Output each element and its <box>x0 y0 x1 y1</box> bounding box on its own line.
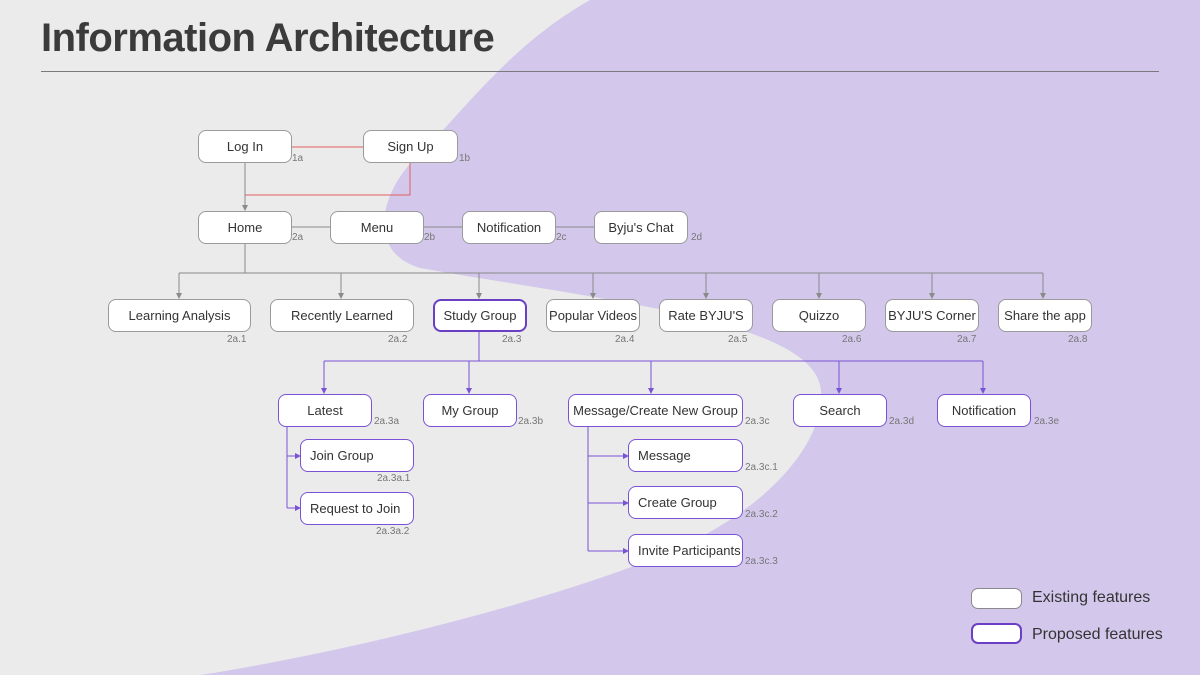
code-popular-videos: 2a.4 <box>615 334 635 345</box>
node-my-group[interactable]: My Group <box>423 394 517 427</box>
code-message-create: 2a.3c <box>745 416 770 427</box>
code-login: 1a <box>292 153 304 164</box>
code-byjus-corner: 2a.7 <box>957 334 977 345</box>
node-quizzo[interactable]: Quizzo <box>772 299 866 332</box>
code-share-app: 2a.8 <box>1068 334 1088 345</box>
code-invite: 2a.3c.3 <box>745 556 778 567</box>
code-study-group: 2a.3 <box>502 334 522 345</box>
code-notification: 2c <box>556 232 567 243</box>
legend-proposed-swatch <box>971 623 1022 644</box>
code-request-join: 2a.3a.2 <box>376 526 410 537</box>
code-learning-analysis: 2a.1 <box>227 334 247 345</box>
node-request-join[interactable]: Request to Join <box>300 492 414 525</box>
code-message: 2a.3c.1 <box>745 462 778 473</box>
node-search[interactable]: Search <box>793 394 887 427</box>
node-popular-videos[interactable]: Popular Videos <box>546 299 640 332</box>
code-join-group: 2a.3a.1 <box>377 473 411 484</box>
title-divider <box>41 71 1159 72</box>
node-byjus-corner[interactable]: BYJU'S Corner <box>885 299 979 332</box>
code-signup: 1b <box>459 153 471 164</box>
legend-proposed-label: Proposed features <box>1032 626 1163 643</box>
code-my-group: 2a.3b <box>518 416 544 427</box>
code-menu: 2b <box>424 232 436 243</box>
page-title: Information Architecture <box>41 16 495 60</box>
node-learning-analysis[interactable]: Learning Analysis <box>108 299 251 332</box>
node-invite[interactable]: Invite Participants <box>628 534 743 567</box>
code-home: 2a <box>292 232 304 243</box>
node-login[interactable]: Log In <box>198 130 292 163</box>
node-rate-byjus[interactable]: Rate BYJU'S <box>659 299 753 332</box>
legend-existing-swatch <box>971 588 1022 609</box>
node-study-group[interactable]: Study Group <box>433 299 527 332</box>
code-create-group: 2a.3c.2 <box>745 509 778 520</box>
node-menu[interactable]: Menu <box>330 211 424 244</box>
node-notification[interactable]: Notification <box>462 211 556 244</box>
background-wave <box>200 0 1200 675</box>
code-sg-notification: 2a.3e <box>1034 416 1060 427</box>
code-byjus-chat: 2d <box>691 232 703 243</box>
node-create-group[interactable]: Create Group <box>628 486 743 519</box>
legend-existing-label: Existing features <box>1032 589 1151 606</box>
node-recently-learned[interactable]: Recently Learned <box>270 299 414 332</box>
node-message-create[interactable]: Message/Create New Group <box>568 394 743 427</box>
node-sg-notification[interactable]: Notification <box>937 394 1031 427</box>
node-share-app[interactable]: Share the app <box>998 299 1092 332</box>
code-quizzo: 2a.6 <box>842 334 862 345</box>
code-search: 2a.3d <box>889 416 915 427</box>
code-latest: 2a.3a <box>374 416 400 427</box>
node-signup[interactable]: Sign Up <box>363 130 458 163</box>
node-join-group[interactable]: Join Group <box>300 439 414 472</box>
code-recently-learned: 2a.2 <box>388 334 408 345</box>
node-byjus-chat[interactable]: Byju's Chat <box>594 211 688 244</box>
node-home[interactable]: Home <box>198 211 292 244</box>
node-message[interactable]: Message <box>628 439 743 472</box>
link-signup-home <box>245 163 411 196</box>
node-latest[interactable]: Latest <box>278 394 372 427</box>
code-rate-byjus: 2a.5 <box>728 334 748 345</box>
